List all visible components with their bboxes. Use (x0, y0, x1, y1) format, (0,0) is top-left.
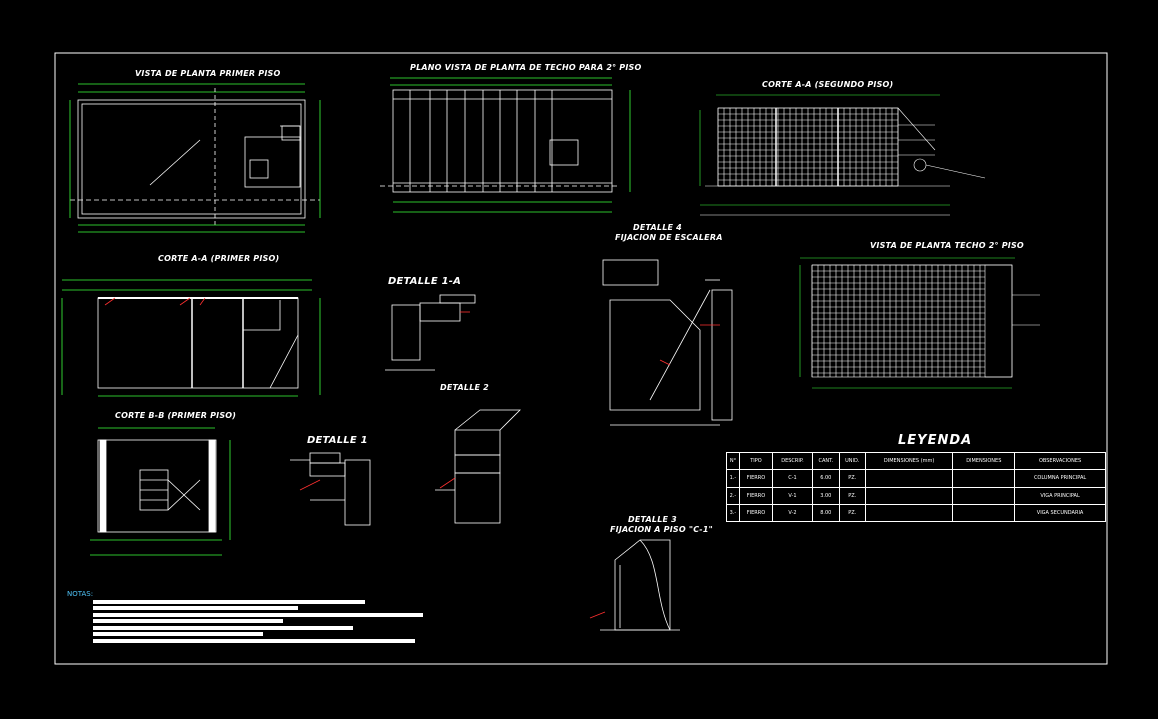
title-plan-roof-2nd: PLANO VISTA DE PLANTA DE TECHO PARA 2° P… (410, 63, 642, 72)
legend-title: LEYENDA (898, 433, 973, 448)
title-detail-4: DETALLE 4 (633, 223, 682, 232)
table-row: 3.- FIERRO V-2 8.00 PZ. VIGA SECUNDARIA (726, 503, 1106, 523)
legend-header: OBSERVACIONES (1014, 451, 1106, 471)
cell: VIGA SECUNDARIA (1014, 503, 1106, 523)
cell (952, 469, 1016, 488)
title-plan-first-floor: VISTA DE PLANTA PRIMER PISO (135, 69, 281, 78)
cell (952, 486, 1016, 505)
legend-header: DIMENSIONES (952, 451, 1016, 471)
title-section-aa-1st: CORTE A-A (PRIMER PISO) (158, 254, 280, 263)
legend-header-row: N° TIPO DESCRIP. CANT. UNID. DIMENSIONES… (726, 451, 1106, 471)
legend-header: CANT. (811, 451, 840, 471)
cell: V-1 (771, 486, 813, 505)
title-detail-2: DETALLE 2 (440, 383, 489, 392)
section-aa-second-floor (699, 94, 986, 216)
legend-table: N° TIPO DESCRIP. CANT. UNID. DIMENSIONES… (726, 451, 1106, 523)
cell: COLUMNA PRINCIPAL (1014, 469, 1106, 488)
detail-1a (385, 294, 476, 371)
cell: FIERRO (738, 469, 773, 488)
section-aa-first-floor (61, 279, 321, 397)
title-detail-1a: DETALLE 1-A (388, 276, 462, 287)
cell: PZ. (838, 486, 866, 505)
cell: V-2 (771, 503, 813, 523)
drawing-frame (54, 52, 1108, 665)
legend-header: UNID. (838, 451, 866, 471)
title-section-aa-2nd: CORTE A-A (SEGUNDO PISO) (762, 80, 894, 89)
title-stair-fix: FIJACION DE ESCALERA (615, 233, 723, 242)
detail-4-stair (602, 259, 733, 426)
cell (864, 486, 954, 505)
cell (864, 469, 954, 488)
cell: FIERRO (738, 503, 773, 523)
cell (864, 503, 954, 523)
title-plan-roof-top: VISTA DE PLANTA TECHO 2° PISO (870, 241, 1024, 250)
detail-2 (435, 409, 521, 524)
title-detail-3: DETALLE 3 (628, 515, 677, 524)
table-row: 2.- FIERRO V-1 3.00 PZ. VIGA PRINCIPAL (726, 486, 1106, 505)
cell (952, 503, 1016, 523)
section-bb-first-floor (90, 427, 231, 556)
notes-label: NOTAS: (67, 590, 94, 598)
plan-roof-top (799, 257, 1040, 389)
title-floor-fix: FIJACION A PISO "C-1" (610, 525, 713, 534)
cell: PZ. (838, 503, 866, 523)
title-detail-1: DETALLE 1 (307, 435, 368, 446)
cell: PZ. (838, 469, 866, 488)
cell: 3.- (726, 503, 740, 523)
plan-first-floor (69, 83, 321, 233)
detail-3 (589, 539, 680, 631)
legend-header: DESCRIP. (771, 451, 813, 471)
plan-roof-second-floor (380, 77, 631, 213)
cell: FIERRO (738, 486, 773, 505)
table-row: 1.- FIERRO C-1 6.00 PZ. COLUMNA PRINCIPA… (726, 469, 1106, 488)
legend-header: DIMENSIONES (mm) (864, 451, 954, 471)
cell: 6.00 (811, 469, 840, 488)
notes-lines (93, 600, 423, 643)
cell: VIGA PRINCIPAL (1014, 486, 1106, 505)
title-section-bb: CORTE B-B (PRIMER PISO) (115, 411, 237, 420)
cell: 3.00 (811, 486, 840, 505)
cell: 8.00 (811, 503, 840, 523)
detail-1 (290, 452, 371, 526)
cell: C-1 (771, 469, 813, 488)
cell: 1.- (726, 469, 740, 488)
cell: 2.- (726, 486, 740, 505)
legend-header: N° (726, 451, 740, 471)
legend-header: TIPO (738, 451, 773, 471)
